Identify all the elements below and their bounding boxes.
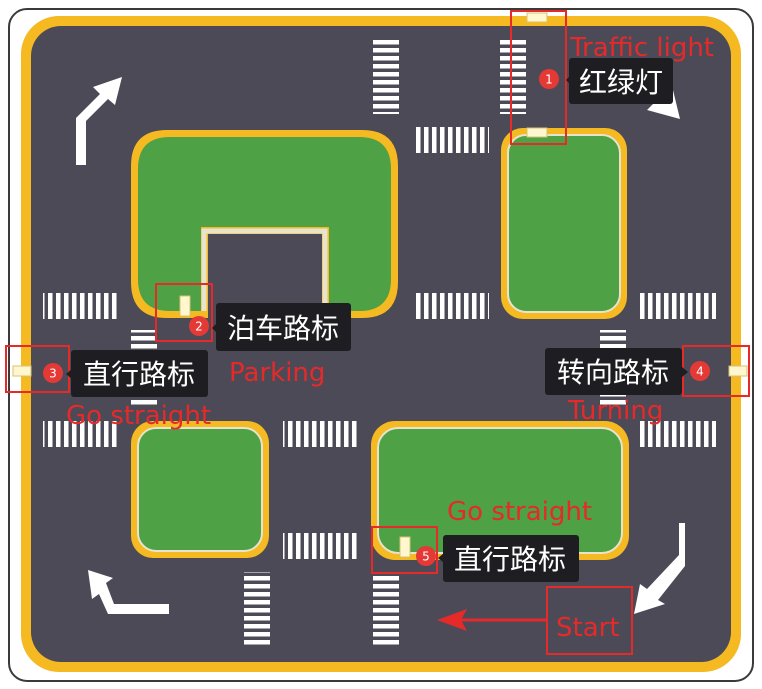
label-parking-en: Parking [229,358,325,388]
label-turning-en: Turning [567,396,663,426]
traffic-light-icon [526,12,548,23]
grass-block-bottom-left [131,421,269,558]
callout-turning: 转向路标 [545,348,688,395]
label-start: Start [556,613,620,643]
grass-block-top-left [131,130,398,318]
label-traffic-light-en: Traffic light [569,33,714,63]
svg-text:2: 2 [195,320,203,334]
svg-text:4: 4 [696,365,704,379]
traffic-light-icon [526,127,548,138]
svg-text:5: 5 [422,550,430,564]
turn-arrow-icon [88,570,169,614]
svg-text:1: 1 [545,73,553,87]
road-sign-icon [728,365,748,377]
badge-5: 5 [416,546,436,566]
svg-text:红绿灯: 红绿灯 [579,66,663,99]
callout-traffic-light: 红绿灯 [566,58,673,104]
svg-text:直行路标: 直行路标 [454,543,566,576]
turn-arrow-icon [634,523,685,614]
grass-block-bottom-right [371,421,629,560]
road-sign-icon [399,536,411,558]
road-sign-icon [179,295,191,317]
callout-go-straight-left: 直行路标 [66,350,208,397]
road-sign-icon [12,365,32,377]
badge-1: 1 [539,69,559,89]
svg-text:直行路标: 直行路标 [83,358,195,391]
start-arrow-icon [437,609,548,631]
svg-text:3: 3 [49,367,57,381]
highlight-boxes [5,10,750,655]
label-go-straight-bottom-en: Go straight [447,497,592,527]
turn-arrow-icon [76,77,122,165]
callout-parking: 泊车路标 [212,303,351,351]
callout-go-straight-bottom: 直行路标 [438,535,579,582]
label-go-straight-left-en: Go straight [66,401,211,431]
badge-4: 4 [690,361,710,381]
badge-2: 2 [189,316,209,336]
grass-block-top-right [501,128,627,319]
svg-text:转向路标: 转向路标 [557,356,669,389]
svg-text:泊车路标: 泊车路标 [227,312,339,345]
badge-3: 3 [43,363,63,383]
